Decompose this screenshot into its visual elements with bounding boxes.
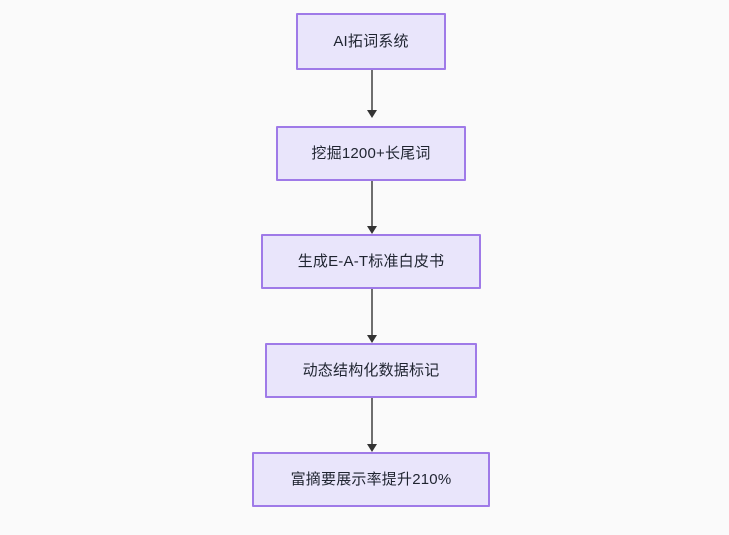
flow-node-label: 富摘要展示率提升210% xyxy=(290,471,452,488)
flow-node-dynamic-structured-data-markup[interactable]: 动态结构化数据标记 xyxy=(265,343,477,398)
flow-node-generate-eat-whitepaper[interactable]: 生成E-A-T标准白皮书 xyxy=(261,234,481,289)
flow-node-label: AI拓词系统 xyxy=(333,33,409,50)
flow-node-label: 生成E-A-T标准白皮书 xyxy=(297,253,445,270)
edge-line xyxy=(371,70,373,110)
edge-line xyxy=(371,398,373,444)
edge-line xyxy=(371,289,373,335)
flow-node-ai-keyword-system[interactable]: AI拓词系统 xyxy=(296,13,446,70)
flow-node-label: 动态结构化数据标记 xyxy=(302,362,440,379)
arrow-head-icon xyxy=(367,335,377,343)
arrow-head-icon xyxy=(367,110,377,118)
edge-line xyxy=(371,181,373,226)
flow-node-label: 挖掘1200+长尾词 xyxy=(311,145,431,162)
flow-node-mine-longtail-keywords[interactable]: 挖掘1200+长尾词 xyxy=(276,126,466,181)
flow-node-rich-snippet-impression-uplift[interactable]: 富摘要展示率提升210% xyxy=(252,452,490,507)
arrow-head-icon xyxy=(367,444,377,452)
arrow-head-icon xyxy=(367,226,377,234)
